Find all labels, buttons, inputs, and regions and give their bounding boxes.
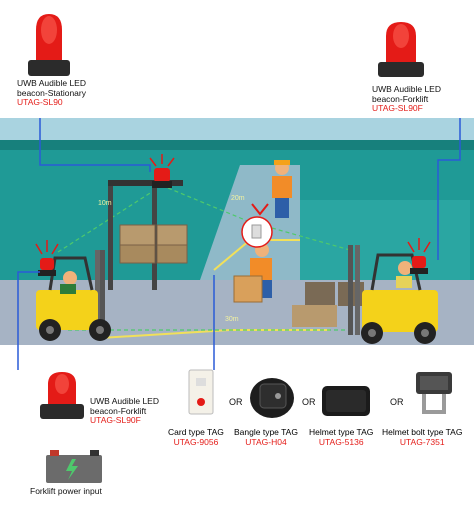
helmet-bolt-tag-label: Helmet bolt type TAG UTAG-7351 xyxy=(382,427,463,447)
forklift-beacon-right-line1: UWB Audible LED xyxy=(372,84,441,94)
pole-left xyxy=(108,180,113,290)
stationary-beacon-line1: UWB Audible LED xyxy=(17,78,86,88)
helmet-tag-model: UTAG-5136 xyxy=(318,436,364,447)
forklift-beacon-left-line2: beacon-Forklift xyxy=(90,405,147,416)
connector-lines xyxy=(17,118,461,370)
stationary-beacon-large xyxy=(28,14,70,76)
stationary-beacon-label: UWB Audible LED beacon-Stationary UTAG-S… xyxy=(17,78,86,108)
forklift-beacon-large-right xyxy=(378,22,424,77)
forklift-beacon-left-model: UTAG-SL90F xyxy=(90,415,141,425)
helmet-bolt-tag-image xyxy=(416,372,452,414)
alert-wave xyxy=(251,203,269,216)
stationary-beacon-line2: beacon-Stationary xyxy=(17,87,86,98)
tag-highlight-card xyxy=(251,224,262,239)
stationary-beacon-model: UTAG-SL90 xyxy=(17,97,63,107)
stationary-beacon xyxy=(149,154,175,188)
helmet-tag-label: Helmet type TAG UTAG-5136 xyxy=(309,427,374,447)
or-separator-1: OR xyxy=(229,397,243,407)
helmet-bolt-tag-model: UTAG-7351 xyxy=(399,436,445,447)
distance-label-1: 10m xyxy=(98,200,112,207)
bangle-tag-image xyxy=(250,378,294,418)
distance-label-3: 30m xyxy=(225,316,239,323)
card-tag-model: UTAG-9056 xyxy=(173,436,219,447)
card-tag-label: Card type TAG UTAG-9056 xyxy=(168,427,224,447)
bangle-tag-name: Bangle type TAG xyxy=(234,427,298,437)
right-forklift xyxy=(348,238,438,344)
helmet-tag-name: Helmet type TAG xyxy=(309,427,374,437)
helmet-tag-image xyxy=(322,386,370,416)
forklift-beacon-right-model: UTAG-SL90F xyxy=(372,103,423,113)
forklift-beacon-right-label: UWB Audible LED beacon-Forklift UTAG-SL9… xyxy=(372,84,441,114)
forklift-beacon-large-left xyxy=(40,372,84,419)
forklift-beacon-left-line1: UWB Audible LED xyxy=(90,396,159,406)
distance-label-2: 20m xyxy=(231,195,245,202)
pallet-boxes xyxy=(119,224,188,264)
pole-beam xyxy=(108,180,183,186)
forklift-beacon-right-line2: beacon-Forklift xyxy=(372,93,429,104)
or-separator-3: OR xyxy=(390,397,404,407)
right-shelves xyxy=(292,200,470,327)
forklift-beacon-left-label: UWB Audible LED beacon-Forklift UTAG-SL9… xyxy=(90,396,159,426)
card-tag-name: Card type TAG xyxy=(168,427,224,437)
battery-icon xyxy=(46,450,102,483)
or-separator-2: OR xyxy=(302,397,316,407)
bangle-tag-model: UTAG-H04 xyxy=(245,436,287,447)
left-forklift xyxy=(35,240,111,341)
bangle-tag-label: Bangle type TAG UTAG-H04 xyxy=(234,427,298,447)
card-tag-image xyxy=(188,369,214,415)
power-input-label: Forklift power input xyxy=(30,486,102,496)
helmet-bolt-tag-name: Helmet bolt type TAG xyxy=(382,427,463,437)
wall-trim xyxy=(0,140,474,150)
